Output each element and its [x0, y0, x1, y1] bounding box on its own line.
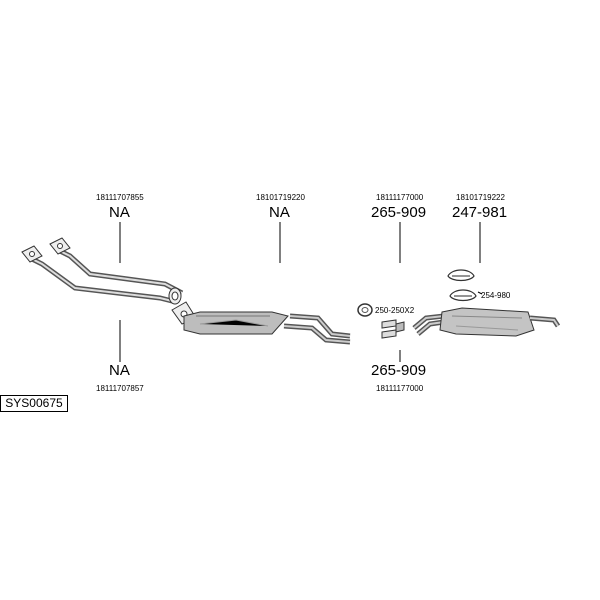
callout-gasket: 250-250X2	[375, 306, 415, 315]
rear-silencer-shape	[412, 307, 561, 337]
gasket-ring	[357, 303, 373, 317]
part-number-front-pipe-lower: 18111707857	[96, 384, 144, 393]
part-number-clamp-upper: 18111177000	[376, 193, 424, 202]
clamps	[381, 319, 405, 339]
ref-rear-silencer: 247-981	[452, 204, 508, 221]
ref-front-pipe-lower: NA	[109, 362, 130, 379]
part-number-rear-silencer: 18101719222	[456, 193, 505, 202]
system-code-label: SYS00675	[0, 395, 68, 412]
ref-front-pipe-upper: NA	[109, 204, 130, 221]
middle-silencer-shape	[171, 301, 351, 345]
part-number-clamp-lower: 18111177000	[376, 384, 424, 393]
leader-lines	[119, 222, 481, 362]
part-number-middle-silencer: 18101719220	[256, 193, 305, 202]
ref-clamp-upper: 265-909	[371, 204, 427, 221]
leader-mounting	[477, 291, 483, 295]
callout-mounting: 254-980	[481, 291, 511, 300]
ref-clamp-lower: 265-909	[371, 362, 427, 379]
front-pipes	[21, 237, 184, 305]
ref-middle-silencer: NA	[269, 204, 290, 221]
mounting-rubbers	[447, 269, 477, 302]
part-number-front-pipe-upper: 18111707855	[96, 193, 144, 202]
